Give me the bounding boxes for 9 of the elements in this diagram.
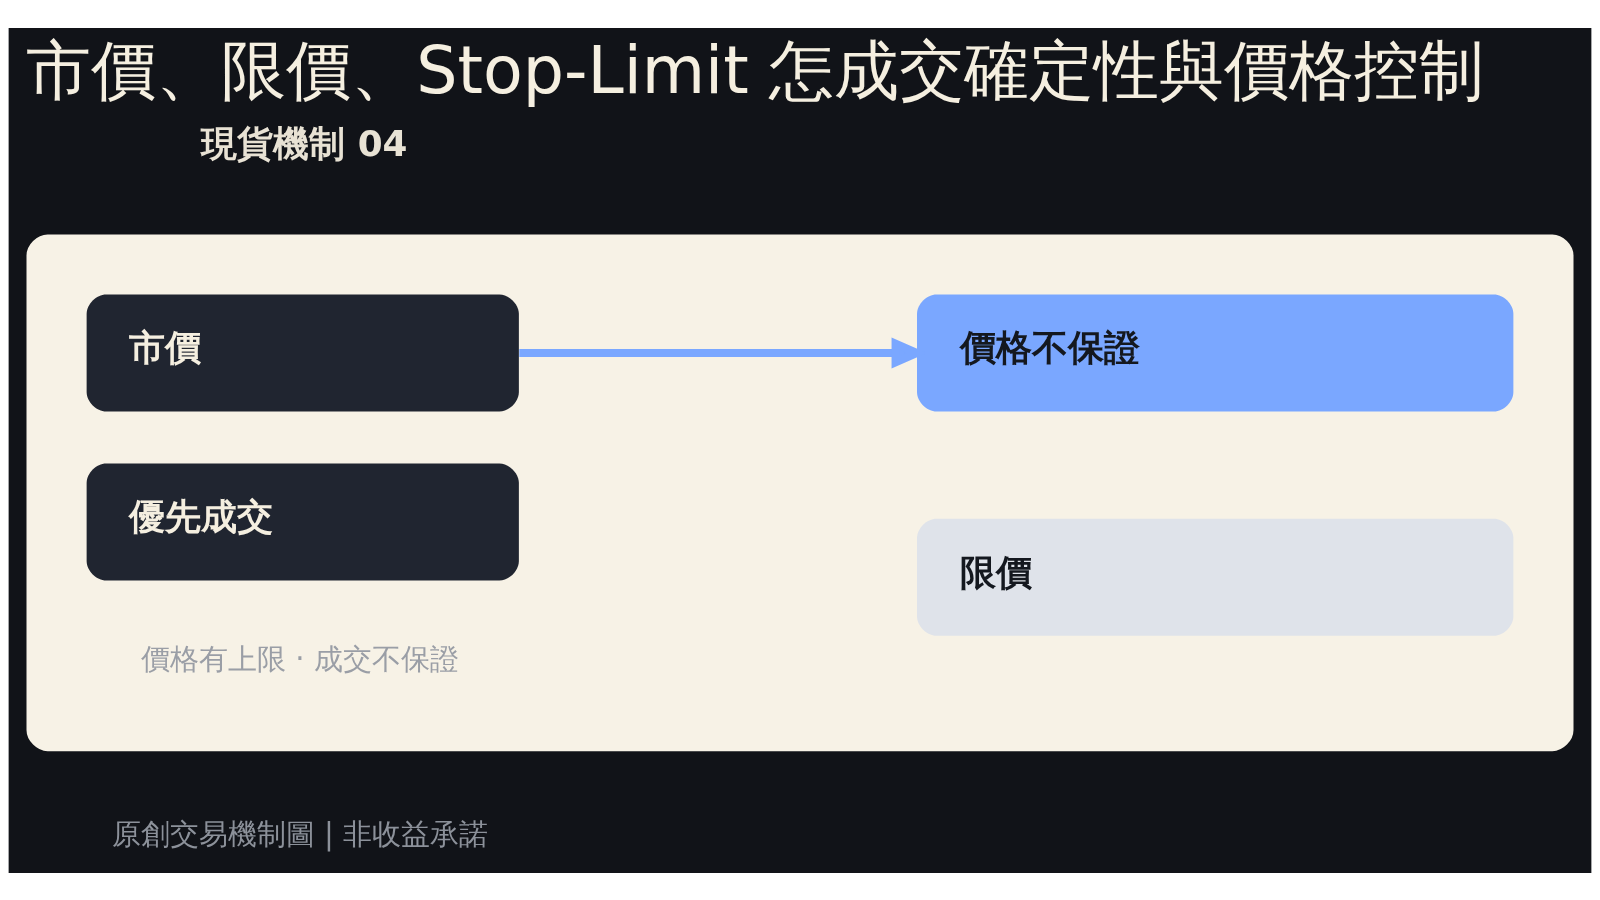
- diagram-title: 市價、限價、Stop-Limit 怎成交確定性與價格控制: [26, 32, 1485, 108]
- node-box: 價格不保證: [917, 294, 1514, 411]
- label: 現貨機制 04: [201, 122, 408, 164]
- node-box: 限價: [917, 518, 1514, 636]
- node-box: 市價: [86, 294, 519, 411]
- cluster: [26, 233, 1574, 751]
- node-box: 優先成交: [86, 463, 519, 580]
- label: 價格有上限 · 成交不保證: [141, 641, 459, 676]
- label: 原創交易機制圖 | 非收益承諾: [111, 816, 489, 851]
